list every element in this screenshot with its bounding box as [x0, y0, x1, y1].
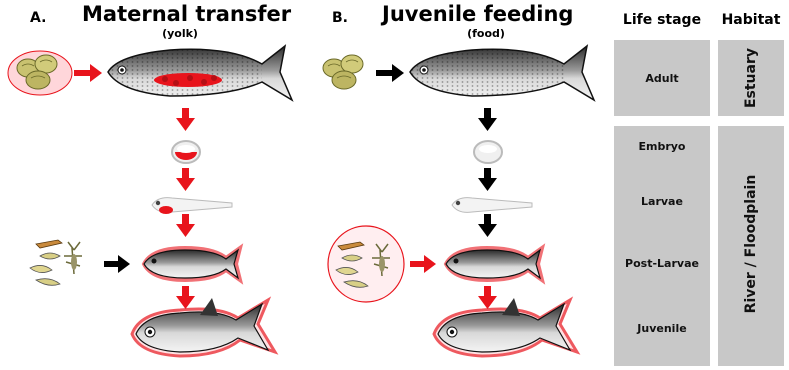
arrow-icon [104, 255, 130, 273]
arrow-icon [176, 108, 195, 131]
adult-fish-icon [410, 46, 594, 100]
clam-cluster-icon [8, 51, 72, 95]
clam-cluster-icon [323, 55, 363, 89]
arrow-icon [176, 286, 195, 309]
arrow-icon [478, 214, 497, 237]
arrow-icon [478, 168, 497, 191]
arrow-icon [478, 286, 497, 309]
arrow-icon [176, 214, 195, 237]
invertebrate-prey-icon [30, 240, 82, 285]
invertebrate-prey-icon [328, 226, 404, 302]
arrow-icon [74, 64, 102, 82]
post-larva-fish-icon [446, 248, 542, 280]
juvenile-fish-icon [434, 298, 577, 356]
adult-fish-icon [108, 46, 292, 100]
arrow-icon [410, 255, 436, 273]
larva-icon [452, 198, 532, 213]
larva-icon [152, 198, 232, 214]
post-larva-fish-icon [144, 248, 240, 280]
arrow-icon [376, 64, 404, 82]
egg-icon [474, 141, 502, 163]
egg-icon [172, 141, 200, 163]
juvenile-fish-icon [132, 298, 275, 356]
arrow-icon [176, 168, 195, 191]
arrow-icon [478, 108, 497, 131]
